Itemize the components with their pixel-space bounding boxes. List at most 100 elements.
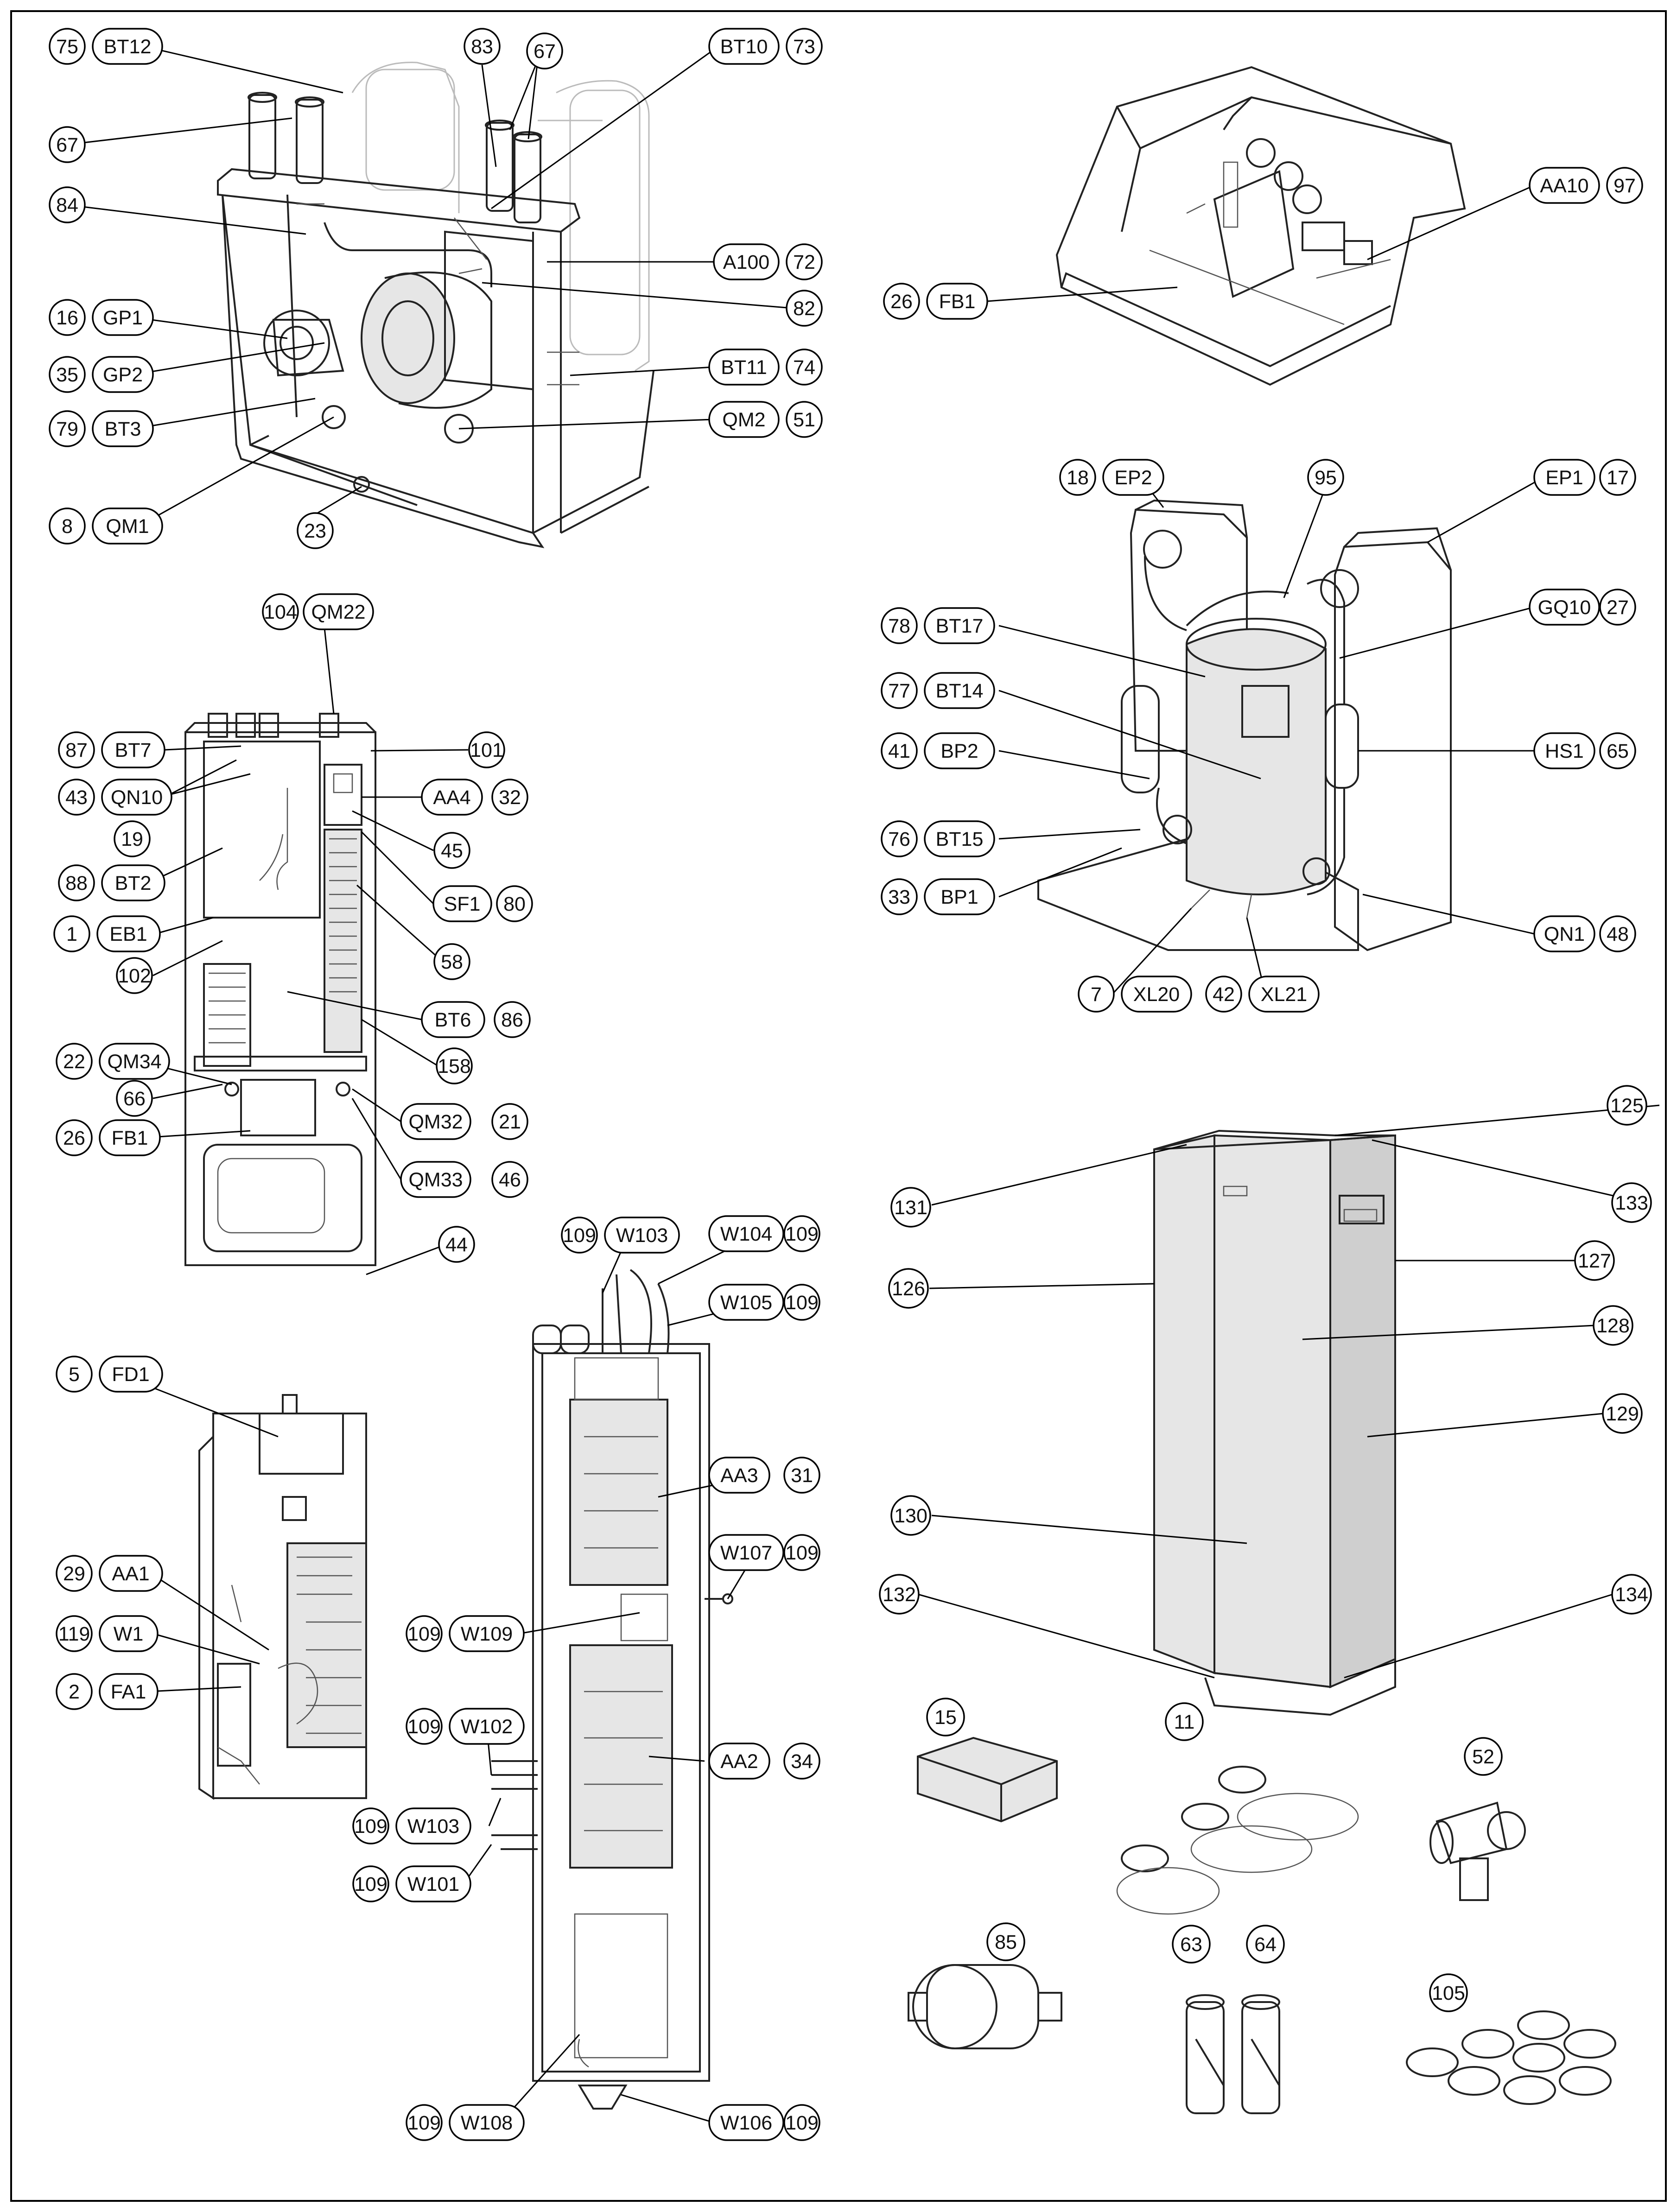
callout-AA4	[421, 779, 483, 816]
svg-text:8: 8	[62, 515, 73, 538]
svg-text:102: 102	[118, 965, 151, 987]
svg-text:EP2: EP2	[1114, 467, 1152, 489]
svg-text:15: 15	[934, 1706, 957, 1729]
svg-text:125: 125	[1610, 1095, 1644, 1117]
callout-64	[1246, 1925, 1285, 1964]
callout-QM32	[400, 1103, 471, 1140]
svg-text:11: 11	[1174, 1711, 1195, 1733]
svg-text:43: 43	[65, 786, 88, 809]
svg-text:17: 17	[1607, 467, 1629, 489]
svg-text:132: 132	[883, 1584, 916, 1606]
callout-AA1	[99, 1555, 163, 1592]
callout-EP1	[1533, 459, 1595, 496]
svg-text:109: 109	[785, 1223, 819, 1245]
callout-EP2	[1102, 459, 1164, 496]
svg-text:29: 29	[63, 1563, 85, 1585]
svg-text:104: 104	[264, 601, 297, 623]
callout-QN1	[1533, 915, 1595, 952]
callout-44	[438, 1226, 475, 1263]
svg-text:23: 23	[304, 520, 326, 542]
svg-text:26: 26	[63, 1127, 85, 1149]
compressor-module-illustration	[1037, 499, 1452, 951]
callout-GQ10	[1529, 589, 1600, 626]
svg-text:FB1: FB1	[112, 1127, 148, 1149]
svg-text:AA4: AA4	[433, 786, 470, 809]
callout-1	[53, 915, 90, 952]
electrical-unit-open-illustration	[198, 1394, 367, 1800]
callout-QM34	[99, 1043, 170, 1080]
svg-text:80: 80	[503, 893, 526, 915]
svg-text:109: 109	[563, 1224, 596, 1247]
callout-84	[49, 186, 86, 223]
svg-text:66: 66	[123, 1088, 146, 1110]
svg-text:BT17: BT17	[936, 615, 984, 637]
svg-text:QN10: QN10	[111, 786, 163, 809]
callout-128	[1593, 1305, 1633, 1346]
callout-74	[786, 349, 823, 386]
svg-text:BT2: BT2	[115, 872, 152, 894]
svg-text:BT11: BT11	[721, 356, 767, 379]
svg-text:18: 18	[1067, 467, 1089, 489]
svg-text:SF1: SF1	[444, 893, 481, 915]
svg-text:XL20: XL20	[1133, 983, 1180, 1006]
svg-text:GP1: GP1	[103, 307, 143, 329]
svg-text:79: 79	[56, 418, 78, 440]
callout-75	[49, 28, 86, 65]
callout-109c	[783, 1284, 820, 1321]
callout-130	[890, 1495, 931, 1536]
svg-text:W1: W1	[114, 1623, 144, 1645]
svg-text:82: 82	[793, 298, 815, 320]
control-cabinet-illustration	[491, 1269, 733, 2110]
svg-text:74: 74	[793, 356, 815, 379]
svg-text:GP2: GP2	[103, 364, 143, 386]
callout-HS1	[1533, 732, 1595, 769]
svg-text:19: 19	[121, 828, 143, 850]
svg-text:78: 78	[888, 615, 910, 637]
svg-text:GQ10: GQ10	[1538, 596, 1591, 619]
svg-text:109: 109	[354, 1873, 387, 1895]
callout-W109	[449, 1615, 525, 1652]
svg-text:W108: W108	[461, 2112, 513, 2134]
callout-27	[1599, 589, 1636, 626]
callout-67b	[49, 126, 86, 163]
page-frame	[10, 10, 1667, 2202]
callout-33	[881, 878, 918, 915]
svg-text:QM1: QM1	[106, 515, 149, 538]
svg-text:W103: W103	[616, 1224, 668, 1247]
svg-text:FB1: FB1	[939, 291, 976, 313]
svg-text:109: 109	[407, 2112, 441, 2134]
callout-BP2	[924, 732, 995, 769]
callout-QM22	[303, 593, 374, 630]
svg-text:75: 75	[56, 36, 78, 58]
svg-text:QM22: QM22	[311, 601, 365, 623]
callout-BT17	[924, 607, 995, 644]
svg-text:35: 35	[56, 364, 78, 386]
callout-85	[986, 1922, 1025, 1961]
callout-FB1a	[926, 283, 988, 320]
callout-BT10	[708, 28, 780, 65]
callout-BT7	[101, 731, 165, 768]
callout-W101	[395, 1865, 471, 1902]
callout-125	[1607, 1085, 1647, 1126]
callout-W105	[708, 1284, 784, 1321]
svg-text:16: 16	[56, 307, 78, 329]
svg-text:63: 63	[1180, 1933, 1202, 1956]
callout-35	[49, 356, 86, 393]
svg-text:AA1: AA1	[112, 1563, 149, 1585]
svg-text:W106: W106	[720, 2112, 772, 2134]
callout-109i	[406, 2104, 443, 2141]
callout-80	[496, 885, 533, 922]
callout-73	[786, 28, 823, 65]
callout-BT14	[924, 672, 995, 709]
svg-text:W102: W102	[461, 1716, 513, 1738]
svg-text:BT15: BT15	[936, 828, 984, 850]
callout-FB1b	[99, 1119, 161, 1156]
svg-text:FD1: FD1	[112, 1363, 149, 1386]
svg-text:64: 64	[1254, 1933, 1277, 1956]
svg-text:109: 109	[407, 1716, 441, 1738]
svg-text:131: 131	[894, 1197, 927, 1219]
leader-lines	[67, 45, 1660, 2123]
callout-109g	[352, 1807, 389, 1844]
callout-158	[436, 1047, 473, 1084]
callout-76	[881, 820, 918, 857]
